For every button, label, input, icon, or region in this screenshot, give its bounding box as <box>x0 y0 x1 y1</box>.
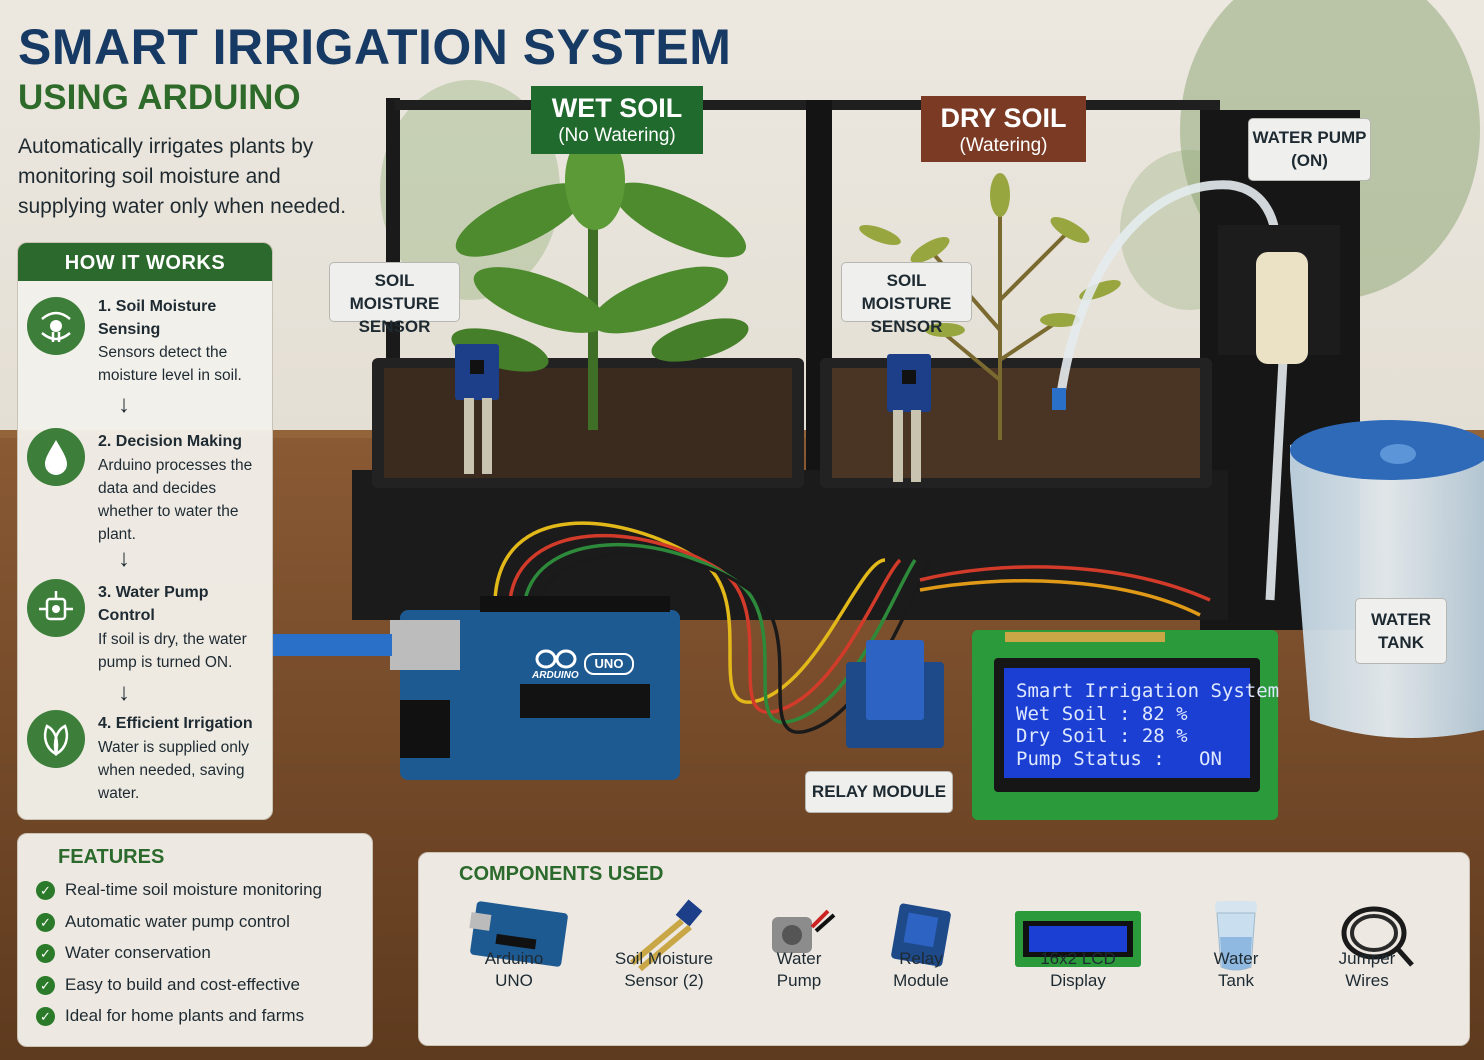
soil-sensor-label-right: SOIL MOISTURE SENSOR <box>841 262 972 336</box>
arduino-brand-text: ARDUINO <box>532 670 579 681</box>
feature-item: ✓ Water conservation <box>36 941 211 965</box>
step-1-text: Sensors detect the moisture level in soi… <box>98 344 242 384</box>
water-tank-label-line2: TANK <box>1378 633 1424 652</box>
component-label-line2: Module <box>893 971 949 990</box>
water-drop-icon <box>27 428 85 486</box>
water-tank-label: WATER TANK <box>1355 598 1447 664</box>
component-label-line2: Wires <box>1345 971 1389 990</box>
step-1-title: 1. Soil Moisture Sensing <box>98 298 217 338</box>
check-icon: ✓ <box>36 881 55 901</box>
water-pump-icon <box>772 909 836 953</box>
arduino-board-icon <box>469 901 568 967</box>
component-label-line1: Arduino <box>484 949 544 968</box>
component-label-line2: Display <box>1050 971 1106 990</box>
soil-sensor-label-left-line2: SENSOR <box>358 317 431 336</box>
component-label-line2: Pump <box>776 971 822 990</box>
relay-module-label: RELAY MODULE <box>805 771 953 813</box>
water-pump-label-line2: (ON) <box>1291 151 1328 170</box>
water-pump-label-line1: WATER PUMP <box>1252 128 1367 147</box>
leaf-icon <box>27 710 85 768</box>
component-soil-sensor-label: Soil Moisture Sensor (2) <box>599 948 729 992</box>
step-4-text: Water is supplied only when needed, savi… <box>98 739 250 802</box>
arrow-down-icon: ↓ <box>118 545 130 572</box>
relay-icon <box>891 903 951 967</box>
check-icon: ✓ <box>36 944 55 964</box>
soil-sensor-icon <box>630 899 703 972</box>
pump-icon <box>27 579 85 637</box>
component-label-line2: Tank <box>1218 971 1254 990</box>
component-lcd-label: 16x2 LCD Display <box>1013 948 1143 992</box>
component-wires-label: Jumper Wires <box>1302 948 1432 992</box>
feature-item: ✓ Automatic water pump control <box>36 910 290 934</box>
component-label-line1: 16x2 LCD <box>1040 949 1116 968</box>
page-title: SMART IRRIGATION SYSTEM <box>18 19 732 75</box>
soil-sensor-label-right-line2: SENSOR <box>870 317 943 336</box>
component-label-line2: Sensor (2) <box>624 971 704 990</box>
lcd-screen: Smart Irrigation System Wet Soil : 82 % … <box>1016 680 1279 770</box>
lcd-line-3: Dry Soil : 28 % <box>1016 725 1188 747</box>
component-relay-label: Relay Module <box>856 948 986 992</box>
check-icon: ✓ <box>36 976 55 996</box>
check-icon: ✓ <box>36 913 55 933</box>
step-2-title: 2. Decision Making <box>98 433 243 450</box>
tank-icon <box>1215 901 1257 971</box>
component-tank-label: Water Tank <box>1171 948 1301 992</box>
component-pump-label: Water Pump <box>734 948 864 992</box>
arduino-uno-logo: UNO <box>584 653 634 675</box>
feature-text: Real-time soil moisture monitoring <box>65 880 322 899</box>
lcd-line-1: Smart Irrigation System <box>1016 680 1280 702</box>
arrow-down-icon: ↓ <box>118 679 130 706</box>
component-label-line1: Water <box>776 949 822 968</box>
component-label-line1: Soil Moisture <box>614 949 714 968</box>
arrow-down-icon: ↓ <box>118 391 130 418</box>
soil-sensor-label-left: SOIL MOISTURE SENSOR <box>329 262 460 336</box>
features-panel: FEATURES ✓ Real-time soil moisture monito… <box>17 833 373 1047</box>
lcd-line-4: Pump Status : ON <box>1016 747 1222 770</box>
step-3-title: 3. Water Pump Control <box>98 584 209 624</box>
wet-soil-sub: (No Watering) <box>558 125 676 146</box>
dry-soil-label: DRY SOIL (Watering) <box>921 96 1086 162</box>
component-label-line2: UNO <box>495 971 533 990</box>
wires-icon <box>1341 906 1414 967</box>
how-it-works-heading: HOW IT WORKS <box>18 243 272 281</box>
feature-text: Water conservation <box>65 943 211 962</box>
component-label-line1: Jumper <box>1338 949 1396 968</box>
feature-item: ✓ Real-time soil moisture monitoring <box>36 878 322 902</box>
water-tank-label-line1: WATER <box>1370 610 1432 629</box>
feature-text: Automatic water pump control <box>65 912 290 931</box>
soil-sensor-label-left-line1: SOIL MOISTURE <box>349 271 440 313</box>
page-description: Automatically irrigates plants by monito… <box>18 135 347 218</box>
components-heading: COMPONENTS USED <box>459 863 664 885</box>
arduino-infinity-icon <box>535 649 577 669</box>
soil-sensor-label-right-line1: SOIL MOISTURE <box>861 271 952 313</box>
feature-item: ✓ Ideal for home plants and farms <box>36 1004 304 1028</box>
features-heading: FEATURES <box>58 846 165 868</box>
dry-soil-title: DRY SOIL <box>940 103 1067 133</box>
lcd-line-2: Wet Soil : 82 % <box>1016 702 1188 725</box>
components-panel: COMPONENTS USED Arduino UNO Soil Moistur… <box>418 852 1470 1046</box>
step-3-text: If soil is dry, the water pump is turned… <box>98 631 247 671</box>
feature-text: Ideal for home plants and farms <box>65 1006 305 1025</box>
feature-item: ✓ Easy to build and cost-effective <box>36 973 300 997</box>
wet-soil-title: WET SOIL <box>551 93 683 123</box>
lcd-icon <box>1015 911 1141 967</box>
page-subtitle: USING ARDUINO <box>18 78 301 117</box>
sensor-icon <box>27 297 85 355</box>
wet-soil-label: WET SOIL (No Watering) <box>531 86 703 154</box>
step-4-title: 4. Efficient Irrigation <box>98 715 253 732</box>
component-label-line1: Relay <box>899 949 943 968</box>
feature-text: Easy to build and cost-effective <box>65 975 300 994</box>
dry-soil-sub: (Watering) <box>959 135 1048 156</box>
water-pump-label: WATER PUMP (ON) <box>1248 118 1371 181</box>
step-2-text: Arduino processes the data and decides w… <box>98 457 253 543</box>
component-label-line1: Water <box>1213 949 1259 968</box>
check-icon: ✓ <box>36 1007 55 1027</box>
how-it-works-panel: HOW IT WORKS 1. Soil Moisture Sensing Se… <box>17 242 273 820</box>
component-arduino-label: Arduino UNO <box>449 948 579 992</box>
